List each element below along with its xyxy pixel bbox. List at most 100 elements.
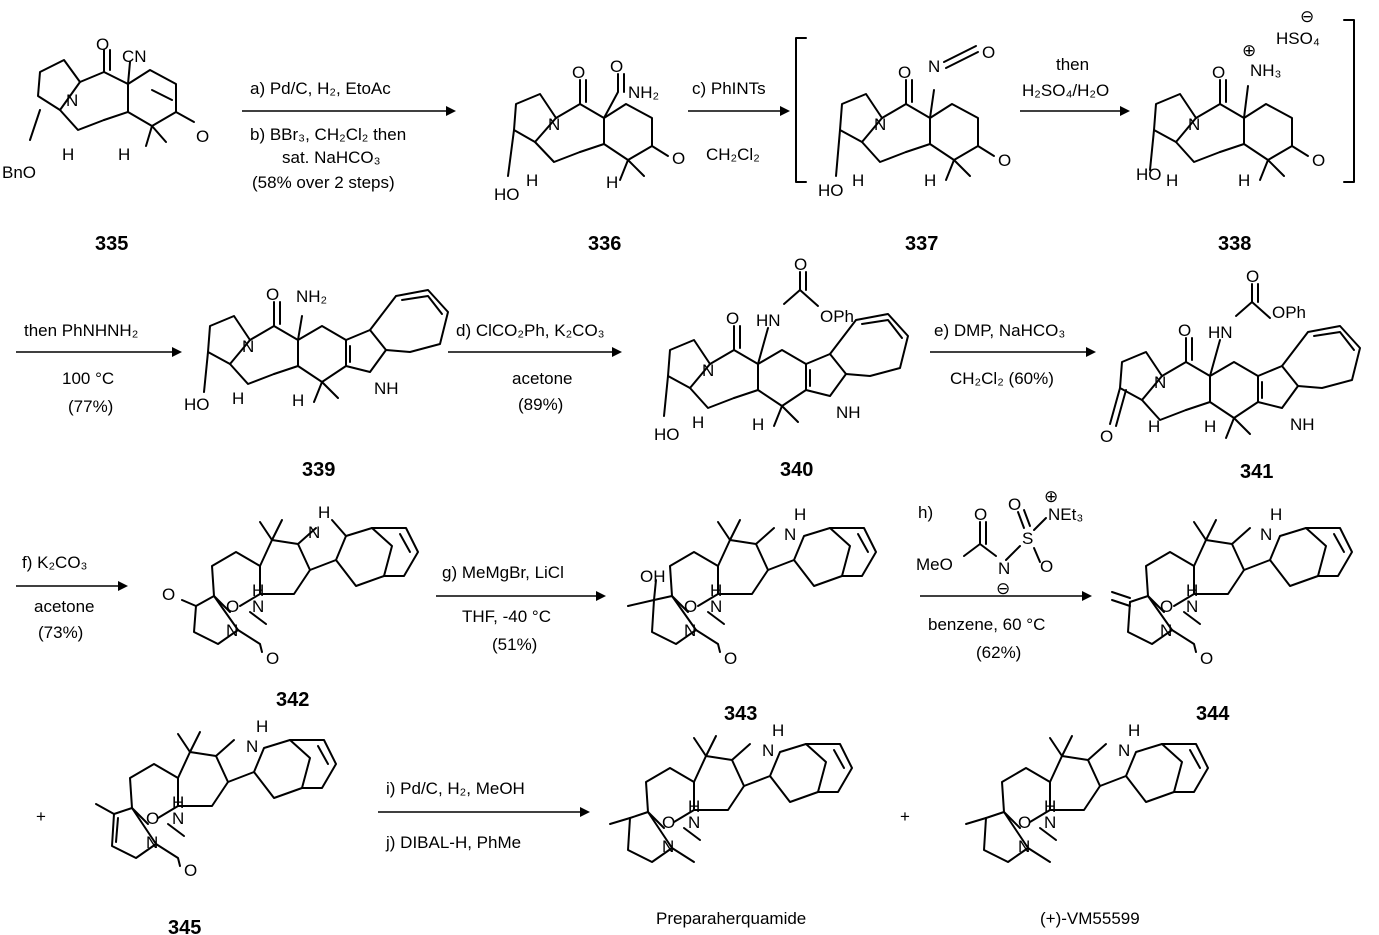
atom-label: ⊕ bbox=[1242, 41, 1256, 60]
compound-label-339: 339 bbox=[302, 459, 335, 481]
atom-label: N bbox=[548, 115, 560, 134]
atom-label: BnO bbox=[2, 163, 36, 182]
atom-label: H bbox=[1204, 417, 1216, 436]
atom-label: HO bbox=[1136, 165, 1162, 184]
atom-label: OH bbox=[640, 567, 666, 586]
arrow-head bbox=[780, 106, 790, 116]
condition-text: H₂SO₄/H₂O bbox=[1022, 81, 1109, 100]
condition-text: benzene, 60 °C bbox=[928, 615, 1045, 634]
atom-label: O bbox=[726, 309, 739, 328]
atom-label: OPh bbox=[1272, 303, 1306, 322]
atom-label: H bbox=[1148, 417, 1160, 436]
atom-label: HSO₄ bbox=[1276, 29, 1320, 48]
burgess-reagent bbox=[963, 509, 1047, 563]
atom-label: ⊖ bbox=[1300, 7, 1314, 26]
atom-label: N bbox=[1186, 597, 1198, 616]
atom-label: HN bbox=[756, 311, 781, 330]
atom-label: N bbox=[246, 737, 258, 756]
atom-label: H bbox=[1186, 581, 1198, 600]
structure-341 bbox=[1109, 283, 1361, 439]
arrow-head bbox=[612, 347, 622, 357]
arrow-head bbox=[118, 581, 128, 591]
condition-text: (58% over 2 steps) bbox=[252, 173, 395, 192]
atom-label: HN bbox=[1208, 323, 1233, 342]
atom-label: HO bbox=[184, 395, 210, 414]
atom-label: H bbox=[318, 503, 330, 522]
structure-344 bbox=[1111, 519, 1353, 653]
compound-label-343: 343 bbox=[724, 703, 757, 725]
plus-sign: + bbox=[36, 807, 46, 826]
atom-label: N bbox=[928, 57, 940, 76]
atom-label: O bbox=[1200, 649, 1213, 668]
condition-text: f) K₂CO₃ bbox=[22, 553, 87, 572]
atom-label: O bbox=[266, 649, 279, 668]
compound-label-337: 337 bbox=[905, 233, 938, 255]
atom-label: H bbox=[1270, 505, 1282, 524]
atom-label: CN bbox=[122, 47, 147, 66]
atom-label: H bbox=[606, 173, 618, 192]
atom-label: O bbox=[998, 151, 1011, 170]
atom-label: O bbox=[974, 505, 987, 524]
condition-text: 100 °C bbox=[62, 369, 114, 388]
atom-label: N bbox=[252, 597, 264, 616]
atom-label: S bbox=[1022, 529, 1033, 548]
atom-label: N bbox=[702, 361, 714, 380]
atom-label: NH bbox=[1290, 415, 1315, 434]
atom-label: O bbox=[662, 813, 675, 832]
compound-label-342: 342 bbox=[276, 689, 309, 711]
atom-label: O bbox=[1160, 597, 1173, 616]
arrow-head bbox=[446, 106, 456, 116]
atom-label: O bbox=[1312, 151, 1325, 170]
structure-338 bbox=[1149, 79, 1309, 181]
atom-label: N bbox=[226, 621, 238, 640]
atom-label: O bbox=[146, 809, 159, 828]
atom-label: N bbox=[1044, 813, 1056, 832]
atom-label: HO bbox=[654, 425, 680, 444]
atom-label: MeO bbox=[916, 555, 953, 574]
atom-label: NH₂ bbox=[296, 287, 327, 306]
atom-label: O bbox=[724, 649, 737, 668]
atom-label: O bbox=[1212, 63, 1225, 82]
structure-336 bbox=[507, 73, 669, 181]
atom-label: NEt₃ bbox=[1048, 505, 1083, 524]
arrow-head bbox=[580, 807, 590, 817]
compound-label-336: 336 bbox=[588, 233, 621, 255]
atom-label: O bbox=[794, 255, 807, 274]
atom-label: O bbox=[162, 585, 175, 604]
atom-label: H bbox=[252, 581, 264, 600]
atom-label: O bbox=[1040, 557, 1053, 576]
atom-label: O bbox=[266, 285, 279, 304]
atom-label: N bbox=[172, 809, 184, 828]
condition-text: h) bbox=[918, 503, 933, 522]
atom-label: H bbox=[794, 505, 806, 524]
atom-label: H bbox=[924, 171, 936, 190]
atom-label: N bbox=[762, 741, 774, 760]
atom-label: N bbox=[1018, 837, 1030, 856]
structure-preparaherquamide bbox=[609, 735, 853, 863]
bracket-right bbox=[1343, 19, 1355, 183]
condition-text: (51%) bbox=[492, 635, 537, 654]
condition-text: acetone bbox=[512, 369, 573, 388]
atom-label: H bbox=[292, 391, 304, 410]
condition-text: sat. NaHCO₃ bbox=[282, 148, 381, 167]
atom-label: HO bbox=[494, 185, 520, 204]
atom-label: N bbox=[146, 833, 158, 852]
structure-337 bbox=[835, 45, 995, 181]
atom-label: O bbox=[226, 597, 239, 616]
compound-label-345: 345 bbox=[168, 917, 201, 935]
condition-text: (62%) bbox=[976, 643, 1021, 662]
structure-335 bbox=[29, 49, 195, 147]
arrow-head bbox=[596, 591, 606, 601]
arrow-head bbox=[1082, 591, 1092, 601]
atom-label: O bbox=[1008, 495, 1021, 514]
compound-label-341: 341 bbox=[1240, 461, 1273, 483]
condition-text: acetone bbox=[34, 597, 95, 616]
atom-label: H bbox=[1166, 171, 1178, 190]
condition-text: (77%) bbox=[68, 397, 113, 416]
condition-text: CH₂Cl₂ (60%) bbox=[950, 369, 1054, 388]
atom-label: O bbox=[672, 149, 685, 168]
atom-label: N bbox=[1160, 621, 1172, 640]
condition-text: g) MeMgBr, LiCl bbox=[442, 563, 564, 582]
atom-label: O bbox=[572, 63, 585, 82]
